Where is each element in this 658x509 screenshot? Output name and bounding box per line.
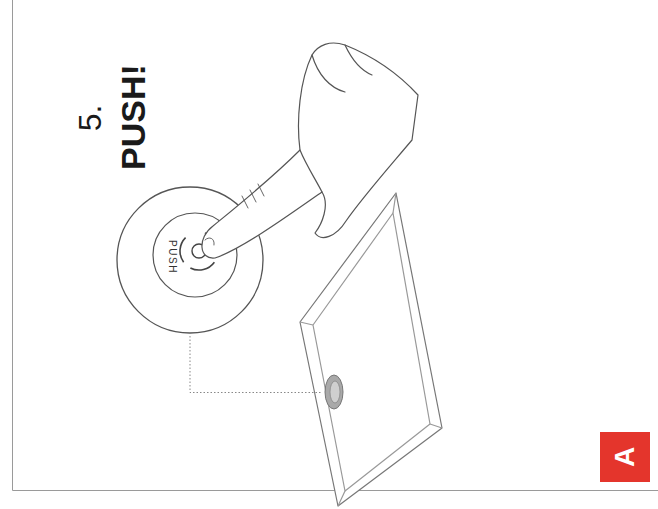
step-number: 5. — [74, 105, 106, 132]
step-heading: PUSH! — [116, 64, 150, 170]
button-closeup — [115, 185, 265, 335]
pouch-button — [325, 375, 343, 409]
leader-line — [190, 336, 322, 393]
section-tab: A — [600, 432, 650, 482]
button-label: PUSH — [167, 240, 177, 274]
zoomed-button: PUSH — [115, 185, 265, 335]
pouch — [300, 193, 442, 506]
section-letter: A — [611, 447, 639, 467]
